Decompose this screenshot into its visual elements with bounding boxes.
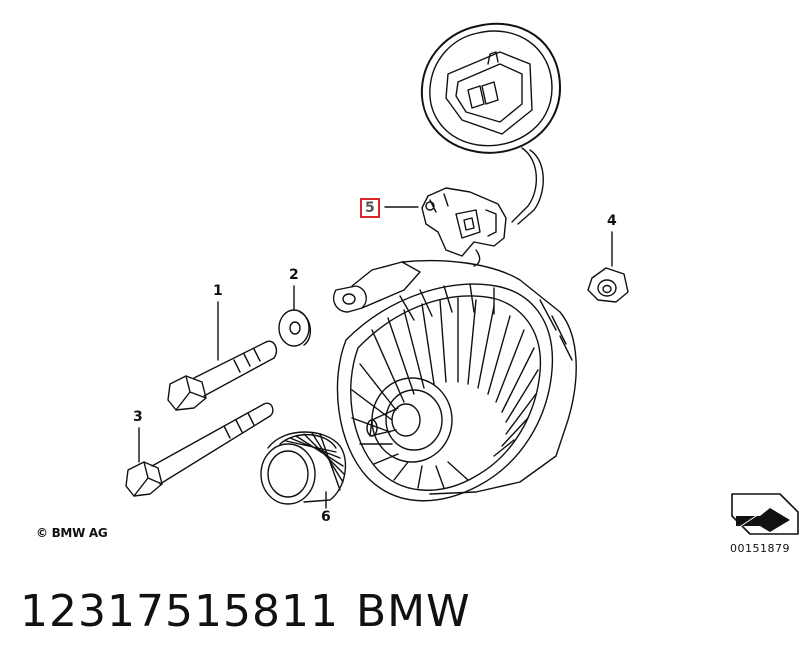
arrow-orientation-icon	[731, 493, 799, 535]
callout-5-highlighted[interactable]: 5	[360, 198, 380, 218]
copyright-label: © BMW AG	[36, 526, 108, 540]
callout-2: 2	[289, 267, 299, 283]
pulley-6	[260, 431, 347, 505]
brand-name: BMW	[356, 586, 471, 637]
diagram-number: 00151879	[730, 542, 790, 555]
alternator	[332, 259, 577, 502]
voltage-regulator	[421, 187, 507, 267]
callout-6: 6	[321, 509, 331, 525]
callout-1: 1	[213, 283, 223, 299]
connector-detail-bubble	[420, 22, 561, 225]
parts-diagram	[125, 22, 799, 535]
callout-4: 4	[607, 213, 617, 229]
callout-3: 3	[133, 409, 143, 425]
part-number: 12317515811	[20, 586, 339, 637]
bolt-1	[167, 340, 278, 411]
nut-4	[587, 267, 629, 303]
washer-2	[278, 309, 311, 347]
bolt-3	[125, 402, 274, 497]
